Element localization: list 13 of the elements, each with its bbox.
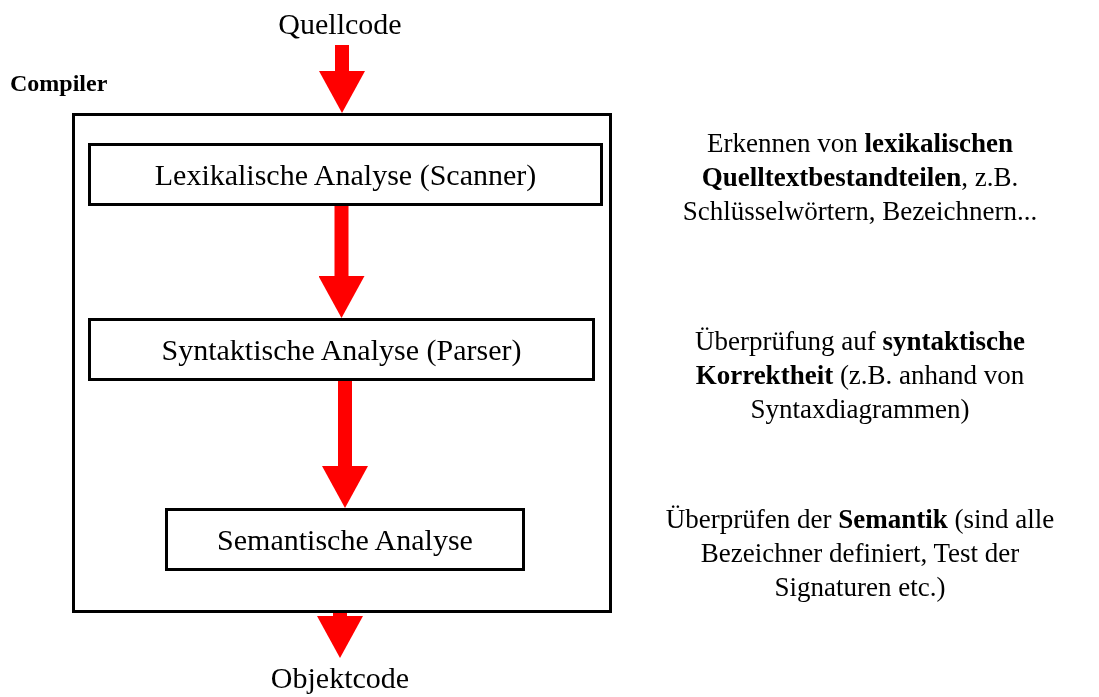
- arrow: [319, 45, 365, 113]
- arrow: [318, 206, 365, 318]
- arrow: [317, 613, 363, 658]
- process-box: Syntaktische Analyse (Parser): [88, 318, 595, 381]
- process-box: Semantische Analyse: [165, 508, 525, 571]
- process-box: Lexikalische Analyse (Scanner): [88, 143, 603, 206]
- io-label: Objektcode: [240, 658, 440, 697]
- io-label: Quellcode: [240, 2, 440, 45]
- description-text: Überprüfung auf syntaktische Korrektheit (z.B. anhand von Syntaxdiagrammen): [694, 325, 1026, 426]
- frame-heading: Compiler: [10, 70, 108, 97]
- description-text: Überprüfen der Semantik (sind alle Bezeichner definiert, Test der Signaturen etc.): [664, 503, 1056, 604]
- description-text: Erkennen von lexikalischen Quelltextbestandteilen, z.B. Schlüsselwörtern, Bezeichnern...: [681, 127, 1039, 228]
- arrow: [322, 381, 368, 508]
